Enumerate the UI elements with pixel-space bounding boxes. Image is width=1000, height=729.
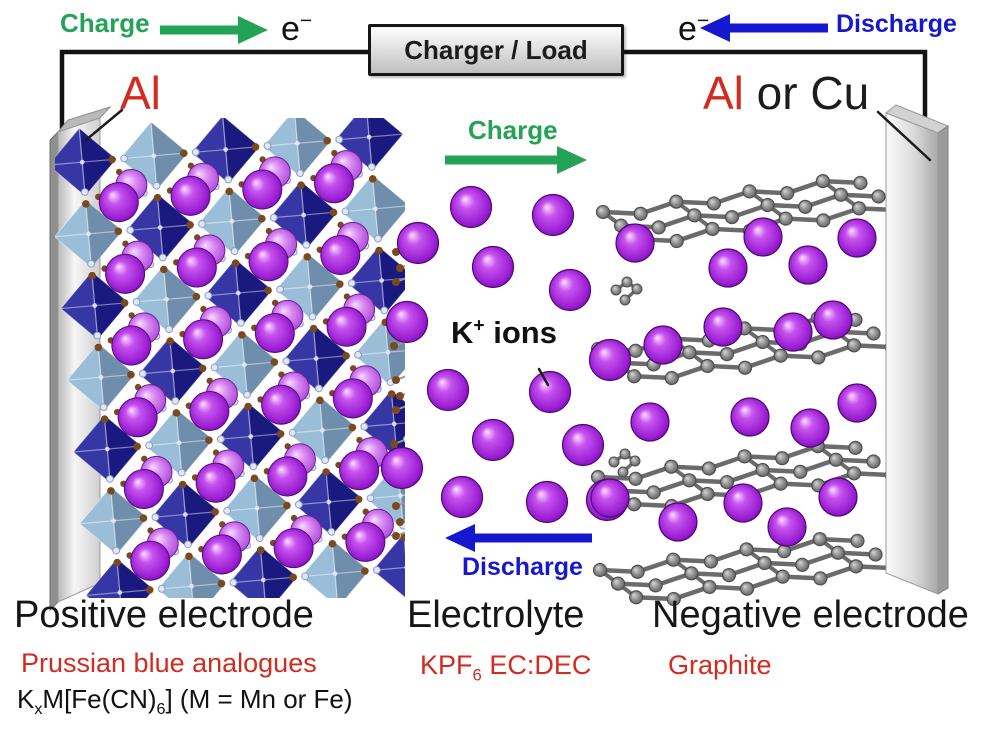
k-ion-rest: ions — [484, 315, 557, 350]
k-ion — [837, 383, 877, 423]
k-ion — [440, 475, 484, 519]
k-ion — [531, 193, 575, 237]
k-ion — [658, 502, 698, 542]
k-ions-label: K+ ions — [451, 317, 557, 348]
electron-minus: − — [299, 9, 313, 33]
k-ion — [615, 223, 655, 263]
k-ion — [471, 245, 515, 289]
graphite-fragment — [608, 448, 641, 478]
positive-electrode-formula: KxM[Fe(CN)6] (M = Mn or Fe) — [17, 684, 353, 717]
k-ion — [813, 300, 853, 340]
k-ion — [773, 312, 813, 352]
electron-base: e — [678, 10, 697, 48]
electron-base: e — [281, 10, 300, 48]
salt-part: EC:DEC — [481, 650, 592, 680]
k-ion — [588, 338, 632, 382]
discharge-arrow-top-icon — [700, 14, 828, 42]
k-ion — [790, 408, 830, 448]
graphite-sheet — [590, 439, 899, 514]
k-ion — [396, 221, 440, 265]
k-ion — [767, 507, 807, 547]
charge-label-top: Charge — [60, 8, 150, 38]
k-ion-base: K — [451, 315, 474, 350]
k-ion — [818, 477, 858, 517]
graphite-sheet — [592, 532, 901, 607]
negative-electrode-subtitle: Graphite — [668, 650, 772, 680]
salt-part: KPF — [420, 650, 473, 680]
k-ion — [449, 185, 493, 229]
discharge-label-top: Discharge — [836, 10, 957, 38]
electrolyte-title: Electrolyte — [407, 594, 585, 636]
electron-minus: − — [696, 9, 710, 33]
right-electrode — [885, 104, 950, 595]
electron-symbol-left: e− — [281, 9, 313, 48]
discharge-arrow-electrolyte-icon — [445, 524, 592, 552]
discharge-label-electrolyte: Discharge — [462, 553, 583, 581]
k-ion — [380, 446, 424, 490]
right-electrode-label-al: Al — [703, 67, 744, 119]
k-ions-pointer-line — [537, 367, 550, 387]
k-ion — [743, 217, 783, 257]
formula-sub: x — [34, 700, 43, 719]
charge-label-electrolyte: Charge — [468, 115, 558, 145]
k-ion — [643, 325, 683, 365]
formula-part: K — [17, 684, 35, 714]
left-electrode-label: Al — [120, 67, 161, 119]
right-electrode-label: Al or Cu — [703, 70, 869, 116]
charger-load-label: Charger / Load — [404, 34, 588, 65]
k-ion — [630, 402, 670, 442]
k-ion — [837, 218, 877, 258]
k-ion — [471, 418, 515, 462]
salt-sub: 6 — [472, 665, 482, 685]
k-ion — [561, 423, 605, 467]
electrolyte-subtitle: KPF6 EC:DEC — [420, 650, 592, 684]
negative-electrode-title: Negative electrode — [652, 594, 969, 636]
k-ion — [525, 480, 569, 524]
k-ion — [708, 248, 748, 288]
k-ion — [723, 483, 763, 523]
al-pointer-line — [84, 108, 124, 142]
pba-crystal — [55, 118, 405, 598]
k-ion — [385, 300, 429, 344]
charge-arrow-top-icon — [160, 16, 268, 44]
al-cu-pointer-line — [876, 110, 932, 162]
right-electrode-label-or-cu: or Cu — [743, 67, 870, 119]
charge-arrow-electrolyte-icon — [445, 146, 587, 174]
circuit-wire — [59, 49, 928, 142]
k-ion — [590, 478, 630, 518]
formula-part: ] (M = Mn or Fe) — [165, 684, 353, 714]
k-ion-charge: + — [473, 315, 485, 337]
formula-part: M[Fe(CN) — [42, 684, 157, 714]
k-ion — [703, 307, 743, 347]
k-ion — [548, 268, 592, 312]
k-ion — [788, 245, 828, 285]
k-ion — [426, 368, 470, 412]
formula-sub: 6 — [156, 700, 166, 719]
electron-symbol-right: e− — [678, 9, 710, 48]
charger-load-box: Charger / Load — [368, 24, 624, 76]
k-ion — [528, 370, 572, 414]
graphite-sheet — [590, 311, 899, 386]
positive-electrode-subtitle: Prussian blue analogues — [21, 648, 317, 678]
positive-electrode-title: Positive electrode — [14, 594, 314, 636]
graphite-fragment — [610, 276, 643, 306]
k-ion — [730, 397, 770, 437]
